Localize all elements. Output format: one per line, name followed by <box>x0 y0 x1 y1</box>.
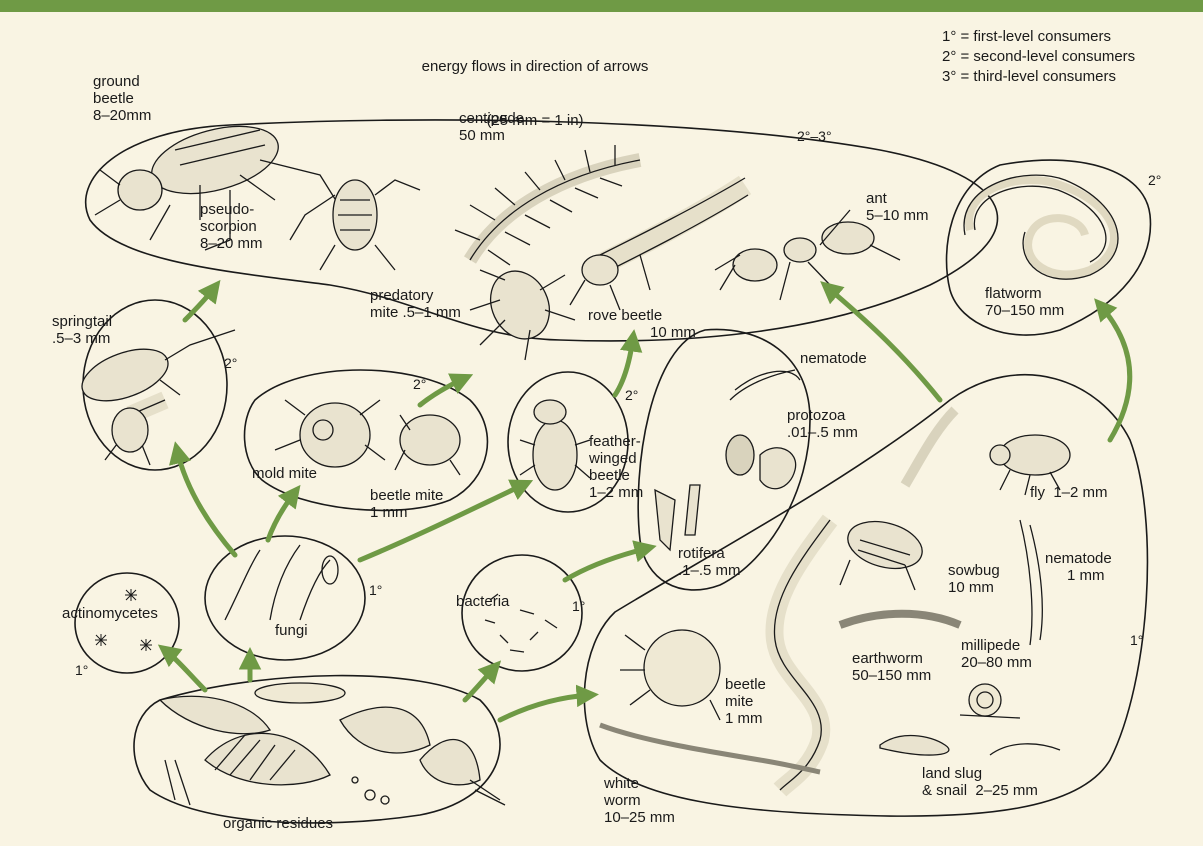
actinomycetes-outline <box>75 573 179 673</box>
arrow-residues-to-bacteria <box>465 667 495 700</box>
level-decomposers: 1° <box>1130 632 1143 648</box>
label-ant: ant 5–10 mm <box>866 190 929 224</box>
label-organic-residues: organic residues <box>223 815 333 832</box>
label-ground-beetle: ground beetle 8–20mm <box>93 73 151 124</box>
arrow-residues-to-actino <box>165 650 205 690</box>
header-title: energy flows in direction of arrows (25 … <box>380 22 690 166</box>
flatworm-drawing <box>964 175 1118 279</box>
arrow-residues-to-biggroup <box>500 695 590 720</box>
fungi-outline <box>205 536 365 660</box>
level-flatworm: 2° <box>1148 172 1161 188</box>
beetle-mite-large-drawing <box>620 630 720 720</box>
level-fungi: 1° <box>369 582 382 598</box>
label-actinomycetes: actinomycetes <box>62 605 158 622</box>
predatory-mite-drawing <box>470 261 575 360</box>
feather-winged-beetle-drawing <box>520 400 590 490</box>
sowbug-drawing <box>840 514 927 590</box>
level-mites: 2° <box>413 376 426 392</box>
label-bacteria: bacteria <box>456 593 509 610</box>
slug-2-drawing <box>990 744 1060 755</box>
bacteria-outline <box>462 555 582 671</box>
arrow-bacteria-to-protozoa <box>565 548 648 580</box>
label-land-slug-snail: land slug & snail 2–25 mm <box>922 765 1038 799</box>
level-top-predators: 2°–3° <box>797 128 832 144</box>
label-sowbug: sowbug 10 mm <box>948 562 1000 596</box>
arrow-biggroup-to-flatworm <box>1100 305 1130 440</box>
label-flatworm: flatworm 70–150 mm <box>985 285 1064 319</box>
label-white-worm: white worm 10–25 mm <box>604 775 675 826</box>
label-rotifera: rotifera .1–.5 mm <box>678 545 741 579</box>
header-line-2: (25 mm = 1 in) <box>380 112 690 130</box>
snail-drawing <box>960 684 1020 718</box>
mold-mite-drawing <box>275 400 385 467</box>
slug-drawing <box>880 736 949 755</box>
label-fly: fly 1–2 mm <box>1030 484 1108 501</box>
header-line-1: energy flows in direction of arrows <box>380 58 690 76</box>
label-nematode-right: nematode 1 mm <box>1045 550 1112 584</box>
label-centipede: centipede 50 mm <box>459 110 524 144</box>
legend-first-level: 1° = first-level consumers <box>942 28 1111 46</box>
label-rove-beetle: rove beetle 10 mm <box>588 307 696 341</box>
arrow-springtail-to-predators <box>185 287 215 320</box>
decomposers-outline <box>584 375 1147 816</box>
legend-second-level: 2° = second-level consumers <box>942 48 1135 66</box>
larva-drawing <box>905 410 955 485</box>
label-earthworm: earthworm 50–150 mm <box>852 650 931 684</box>
nematode-right-drawing <box>1020 520 1042 645</box>
level-feather-beetle: 2° <box>625 387 638 403</box>
arrow-fungi-to-springtail <box>177 450 235 555</box>
label-millipede: millipede 20–80 mm <box>961 637 1032 671</box>
label-feather-winged-beetle: feather- winged beetle 1–2 mm <box>589 433 643 501</box>
organic-residues-drawing <box>160 683 505 805</box>
rotifera-drawing <box>655 485 700 550</box>
beetle-mite-small-drawing <box>395 415 460 475</box>
level-springtail: 2° <box>224 355 237 371</box>
label-nematode-top: nematode <box>800 350 867 367</box>
fungi-drawing <box>225 545 338 620</box>
arrow-fungi-to-mites <box>268 492 295 540</box>
label-predatory-mite: predatory mite .5–1 mm <box>370 287 461 321</box>
label-mold-mite: mold mite <box>252 465 317 482</box>
white-worm-drawing <box>600 725 820 772</box>
label-beetle-mite-large: beetle mite 1 mm <box>725 676 766 727</box>
label-fungi: fungi <box>275 622 308 639</box>
label-pseudoscorpion: pseudo- scorpion 8–20 mm <box>200 201 263 252</box>
label-beetle-mite-small: beetle mite 1 mm <box>370 487 443 521</box>
millipede-drawing <box>840 614 960 625</box>
legend-third-level: 3° = third-level consumers <box>942 68 1116 86</box>
level-bacteria: 1° <box>572 598 585 614</box>
pseudoscorpion-drawing <box>290 180 420 270</box>
level-actinomycetes: 1° <box>75 662 88 678</box>
label-springtail: springtail .5–3 mm <box>52 313 112 347</box>
springtail-drawing <box>75 330 235 465</box>
label-protozoa: protozoa .01–.5 mm <box>787 407 858 441</box>
earthworm-drawing <box>774 520 830 790</box>
